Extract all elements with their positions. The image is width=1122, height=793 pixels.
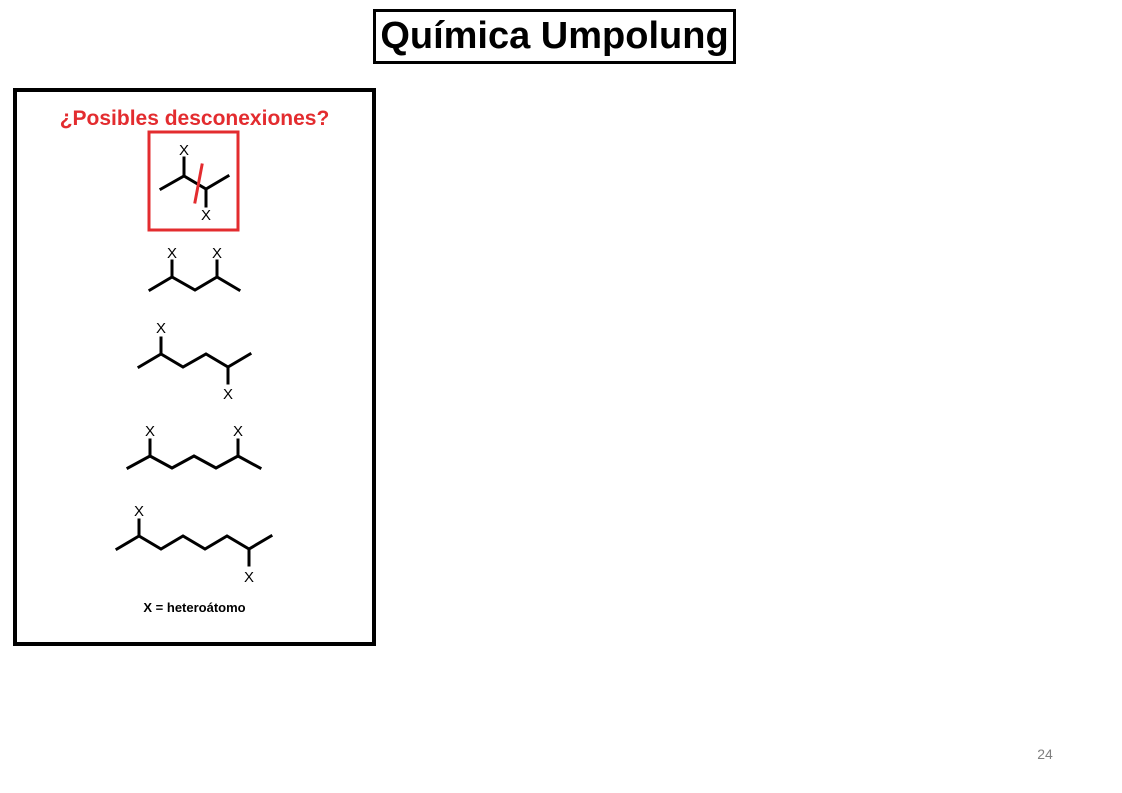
heteroatom-label: X [212,245,222,262]
slide-title: Química Umpolung [380,15,729,57]
heteroatom-label: X [244,569,254,586]
heteroatom-label: X [233,423,243,440]
structure-1-5: X X [125,423,263,471]
carbon-chain [147,275,242,293]
title-box: Química Umpolung [373,9,736,64]
heteroatom-label: X [134,503,144,520]
structure-1-3: X X [147,245,242,293]
carbon-chain [114,533,274,552]
structure-1-2: X X [147,130,240,232]
heteroatom-label: X [145,423,155,440]
carbon-chain [158,173,231,192]
heteroatom-label: X [223,386,233,403]
heteroatom-label: X [201,207,211,224]
disconnection-panel: ¿Posibles desconexiones? X = heteroátomo [13,88,376,646]
structure-1-4: X X [136,320,253,403]
highlight-box [147,130,240,232]
page-number: 24 [1037,746,1053,762]
heteroatom-footnote: X = heteroátomo [143,600,246,615]
carbon-chain [136,351,253,370]
heteroatom-label: X [179,142,189,159]
heteroatom-label: X [156,320,166,337]
panel-heading: ¿Posibles desconexiones? [59,107,330,130]
carbon-chain [125,454,263,471]
structure-1-6: X X [114,503,274,586]
heteroatom-label: X [167,245,177,262]
disconnection-mark [193,163,204,204]
